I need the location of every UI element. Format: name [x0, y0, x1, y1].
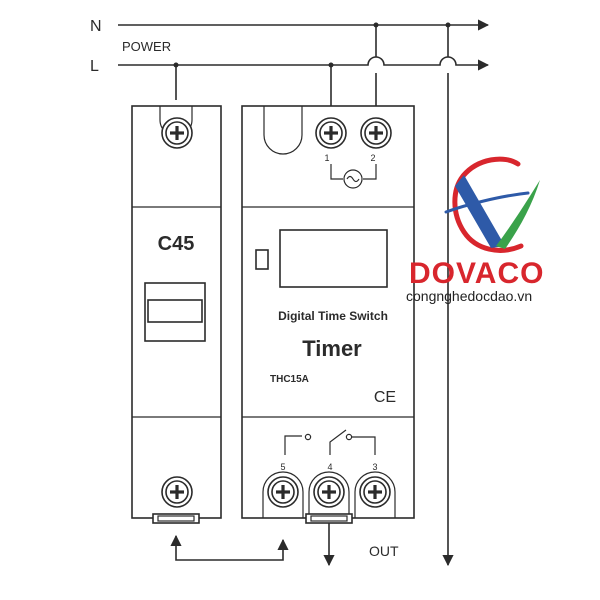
- terminal-5-label: 5: [280, 462, 285, 472]
- breaker-to-timer-wire: [170, 534, 289, 561]
- out-label: OUT: [369, 543, 399, 559]
- terminal-3-screw-icon: [359, 476, 391, 508]
- breaker-model: C45: [158, 233, 195, 255]
- timer-display: [279, 229, 388, 288]
- terminal-2-screw-icon: [360, 117, 392, 149]
- terminal-4-label: 4: [327, 462, 332, 472]
- breaker-clamp: [152, 513, 200, 524]
- breaker-top-screw-icon: [161, 117, 193, 149]
- breaker-bottom-screw-icon: [161, 476, 193, 508]
- ce-mark: CE: [374, 389, 396, 406]
- logo-emblem-icon: [444, 156, 540, 253]
- terminal-2-label: 2: [370, 153, 375, 163]
- terminal-1-screw-icon: [315, 117, 347, 149]
- circuit-breaker: C45: [131, 105, 222, 524]
- brand-website: congnghedocdao.vn: [406, 288, 532, 304]
- relay-contacts: [284, 429, 376, 455]
- power-label: POWER: [122, 39, 171, 54]
- digital-timer: 1 2 Digital Time Switch Timer THC15A CE …: [241, 105, 415, 524]
- ac-supply-icon: [343, 169, 363, 189]
- terminal-5-screw-icon: [267, 476, 299, 508]
- neutral-bus: N: [90, 18, 490, 35]
- timer-clamp: [305, 513, 353, 524]
- dovaco-logo: DOVACO congnghedocdao.vn: [406, 156, 544, 304]
- timer-button: [255, 249, 269, 270]
- neutral-label: N: [90, 18, 102, 35]
- timer-title: Digital Time Switch: [278, 309, 388, 323]
- brand-name: DOVACO: [409, 257, 544, 290]
- live-bus: L: [90, 56, 490, 75]
- terminal-4-screw-icon: [313, 476, 345, 508]
- live-label: L: [90, 58, 99, 75]
- timer-name: Timer: [302, 336, 362, 361]
- timer-model: THC15A: [270, 374, 309, 385]
- terminal-3-label: 3: [372, 462, 377, 472]
- terminal-1-label: 1: [324, 153, 329, 163]
- breaker-toggle-lever: [147, 299, 203, 323]
